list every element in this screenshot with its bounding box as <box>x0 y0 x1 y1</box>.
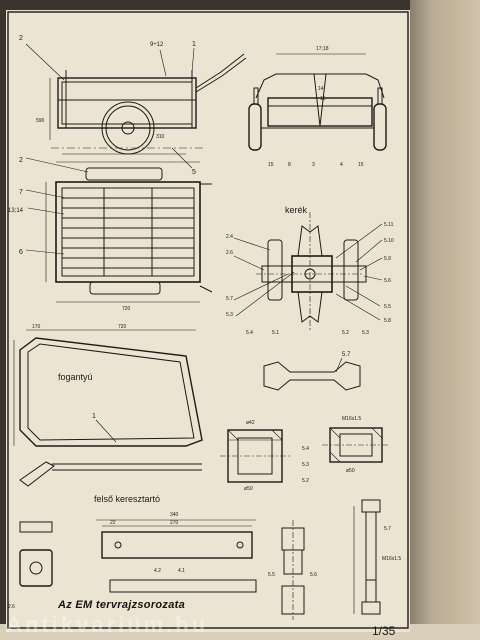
dim-housing-left: ø42 <box>246 420 255 426</box>
part-label-13-14: 13;14 <box>8 208 24 214</box>
cart-rear-view <box>248 53 387 151</box>
part-label-2-4: 2.4 <box>226 234 233 240</box>
part-label-5-2b: 5.2 <box>302 478 309 484</box>
dim-handle-width: 720 <box>118 324 127 330</box>
part-label-4-2: 4.2 <box>154 568 161 574</box>
bolt-drawing <box>353 499 381 615</box>
part-label-1: 1 <box>192 41 196 48</box>
section-title-wheel: kerék <box>285 205 308 215</box>
part-label-4: 4 <box>340 162 343 168</box>
part-label-5-4: 5.4 <box>246 330 253 336</box>
dim-handle-offset: 170 <box>32 324 41 330</box>
part-label-8: 8 <box>288 162 291 168</box>
part-label-5-11: 5.11 <box>384 222 394 228</box>
section-title-handle: fogantyú <box>58 372 93 382</box>
handle-drawing <box>13 329 203 447</box>
part-label-5-9: 5.9 <box>384 256 391 262</box>
part-label-1b: 1 <box>92 413 96 420</box>
link-plate <box>263 361 361 391</box>
dim-crossbar-total: 340 <box>170 512 179 518</box>
series-title: Az EM tervrajzsorozata <box>58 599 186 611</box>
wheel-section <box>256 212 367 330</box>
part-label-5-7: 5.7 <box>226 296 233 302</box>
watermark: Antikvarium.hu <box>6 612 209 637</box>
dim-housing-thread: M16x1.5 <box>342 416 361 422</box>
drawing-frame <box>7 11 409 629</box>
part-label-15b: 15 <box>358 162 364 168</box>
page-number: 1/35 <box>372 624 396 638</box>
part-label-17-18: 17;18 <box>316 46 329 52</box>
part-label-5-6: 5.6 <box>384 278 391 284</box>
part-label-6: 6 <box>19 249 23 256</box>
part-label-5-6b: 5.6 <box>310 572 317 578</box>
part-label-2: 2 <box>19 35 23 42</box>
dim-housing-left-outer: ø50 <box>244 486 253 492</box>
crossbar-drawing <box>96 519 257 593</box>
dim-crossbar-inner: 270 <box>170 520 179 526</box>
part-label-5-10: 5.10 <box>384 238 394 244</box>
part-label-5-5b: 5.5 <box>268 572 275 578</box>
part-label-4-1: 4.1 <box>178 568 185 574</box>
section-title-crossbar: felső keresztartó <box>94 494 160 504</box>
part-label-16: 16 <box>320 96 326 102</box>
blueprint-page: 2 9÷12 1 590 310 5 17;18 14 16 15 8 3 4 … <box>6 10 410 632</box>
dim-housing-right: ø50 <box>346 468 355 474</box>
part-label-5-3b: 5.3 <box>362 330 369 336</box>
cart-top-view <box>45 161 213 303</box>
part-label-5-7b: 5.7 <box>342 352 351 358</box>
part-label-5-4b: 5.4 <box>302 446 309 452</box>
dim-top-width: 720 <box>122 306 131 312</box>
bearing-housing-right <box>322 427 390 463</box>
dim-side-height: 590 <box>36 118 45 124</box>
cart-side-view <box>49 53 247 155</box>
bearing-housing-left <box>220 429 290 483</box>
part-label-5-8: 5.8 <box>384 318 391 324</box>
part-label-3: 3 <box>312 162 315 168</box>
part-label-7: 7 <box>19 189 23 196</box>
dim-crossbar-offset: 22 <box>110 520 116 526</box>
part-label-9-12: 9÷12 <box>150 42 164 48</box>
part-label-15: 15 <box>268 162 274 168</box>
part-label-5-3: 5.3 <box>226 312 233 318</box>
part-label-5-1: 5.1 <box>272 330 279 336</box>
technical-drawing: 2 9÷12 1 590 310 5 17;18 14 16 15 8 3 4 … <box>7 11 409 629</box>
part-label-5-7c: 5.7 <box>384 526 391 532</box>
part-label-14: 14 <box>318 86 324 92</box>
bracket-drawing <box>19 461 202 587</box>
leader-lines <box>25 43 383 443</box>
part-label-2-6b: 2.6 <box>8 604 15 610</box>
part-label-2-6: 2.6 <box>226 250 233 256</box>
part-label-5: 5 <box>192 169 196 176</box>
part-label-5-2: 5.2 <box>342 330 349 336</box>
part-label-5-5: 5.5 <box>384 304 391 310</box>
spacer-parts <box>281 520 305 620</box>
dim-bolt-thread: M16x1.5 <box>382 556 401 562</box>
adjacent-page-edge <box>410 0 480 640</box>
part-label-2b: 2 <box>19 157 23 164</box>
dim-wheel: 310 <box>156 134 165 140</box>
part-label-5-3c: 5.3 <box>302 462 309 468</box>
